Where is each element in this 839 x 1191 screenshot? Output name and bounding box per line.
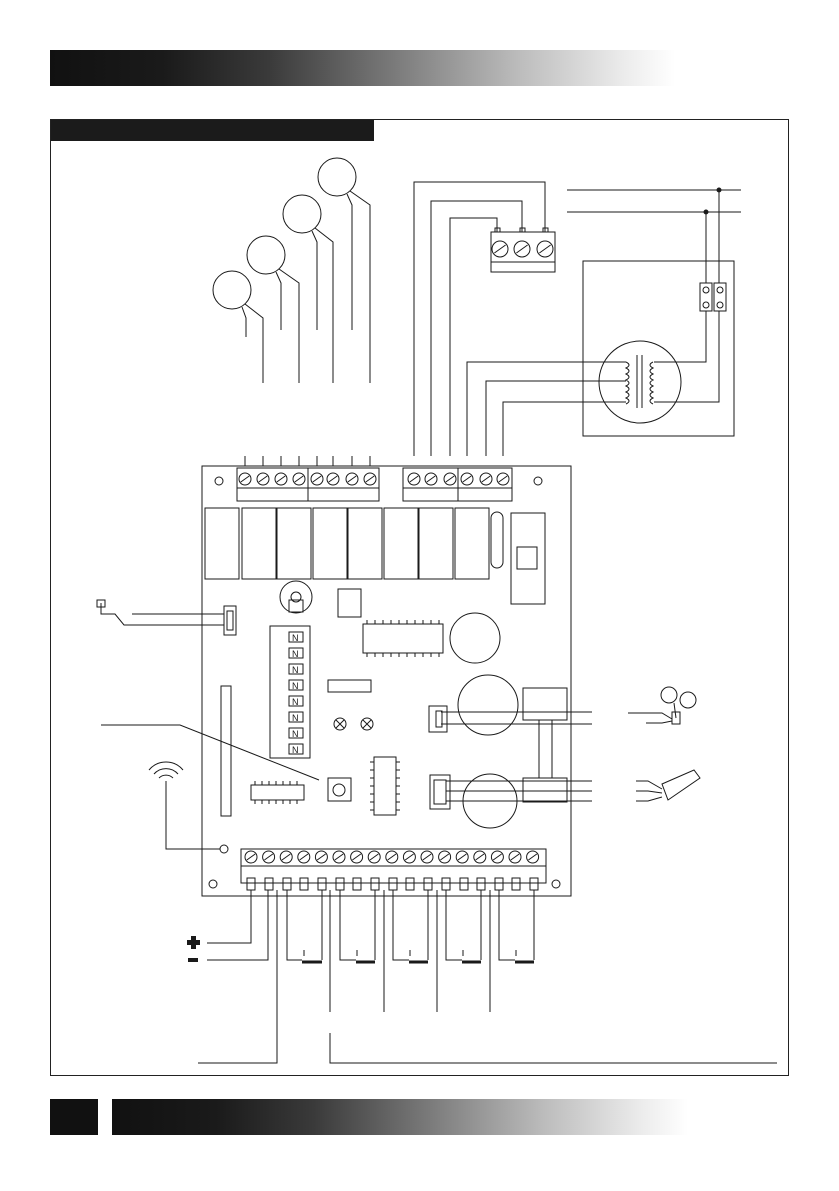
dip-label: N bbox=[292, 713, 299, 723]
screw-slot bbox=[259, 476, 267, 482]
transformer-secondary-wires bbox=[467, 362, 626, 456]
screw-slot bbox=[539, 245, 550, 253]
terminal-block-power bbox=[403, 468, 512, 501]
screw-slot bbox=[458, 854, 466, 860]
heatsink-regulator bbox=[511, 513, 545, 604]
screw-slot bbox=[482, 476, 490, 482]
dip-label: N bbox=[292, 745, 299, 755]
mains-drop-wires bbox=[414, 343, 450, 456]
screw-slot bbox=[329, 476, 337, 482]
pushbutton-3-wires bbox=[393, 890, 428, 960]
screw-slot bbox=[366, 476, 374, 482]
antenna-terminal bbox=[220, 845, 228, 853]
screw-slot bbox=[282, 854, 290, 860]
dip-label: N bbox=[292, 729, 299, 739]
mount-hole bbox=[534, 477, 542, 485]
motor-cable-4 bbox=[318, 158, 370, 383]
screw-slot bbox=[499, 476, 507, 482]
screw-slot bbox=[264, 854, 272, 860]
jumper-connector-left bbox=[97, 600, 236, 635]
screw-slot bbox=[348, 476, 356, 482]
power-polarity-symbols bbox=[187, 936, 200, 962]
ic-bottom-left bbox=[251, 781, 304, 804]
pushbutton-4-wires bbox=[446, 890, 481, 960]
power-input-wires bbox=[198, 890, 277, 1063]
trimmer-knob[interactable] bbox=[333, 784, 345, 796]
transformer-feed-wires bbox=[706, 190, 719, 283]
mains-supply-lines bbox=[567, 190, 741, 212]
screw-slot bbox=[427, 476, 435, 482]
motor-cable-1 bbox=[213, 271, 263, 383]
screw-slot bbox=[300, 854, 308, 860]
screw-slot bbox=[476, 854, 484, 860]
common-return-line bbox=[330, 1033, 777, 1063]
screw-slot bbox=[405, 854, 413, 860]
screw-slot bbox=[295, 476, 303, 482]
dip-label: N bbox=[292, 697, 299, 707]
dip-label: N bbox=[292, 681, 299, 691]
mount-hole bbox=[215, 477, 223, 485]
screw-slot bbox=[388, 854, 396, 860]
screw-slot bbox=[317, 854, 325, 860]
screw-slot bbox=[423, 854, 431, 860]
pushbutton-1-wires bbox=[287, 890, 322, 960]
antenna-icon bbox=[149, 762, 220, 849]
dip-labels: N N N N N N N N bbox=[292, 633, 299, 755]
radio-module bbox=[221, 686, 231, 816]
mains-connector bbox=[491, 228, 555, 272]
terminal-block-motors bbox=[237, 468, 379, 501]
motor-output-wires bbox=[245, 456, 370, 466]
capacitor-1 bbox=[450, 613, 500, 663]
screw-slot bbox=[528, 854, 536, 860]
pushbutton-pins bbox=[304, 950, 516, 956]
ic-wide bbox=[363, 620, 443, 657]
screw-slot bbox=[277, 476, 285, 482]
led-indicators bbox=[334, 718, 373, 730]
screw-slot bbox=[446, 476, 454, 482]
screw-slot bbox=[440, 854, 448, 860]
fuse bbox=[491, 512, 503, 568]
screw-slot bbox=[352, 854, 360, 860]
trimmer-pot[interactable] bbox=[328, 778, 351, 801]
control-board bbox=[202, 466, 571, 896]
transformer bbox=[583, 261, 734, 436]
screw-slot bbox=[313, 476, 321, 482]
screw-slot bbox=[247, 854, 255, 860]
screw-slot bbox=[493, 854, 501, 860]
transformer-terminal-screws bbox=[703, 287, 723, 308]
screw-slot bbox=[410, 476, 418, 482]
wind-sensor-connector bbox=[429, 688, 592, 802]
ic-small-mid bbox=[328, 680, 371, 692]
screw-slot bbox=[494, 245, 505, 253]
motor-cable-3 bbox=[283, 195, 333, 383]
mount-hole bbox=[209, 880, 217, 888]
trimmer-leader-line bbox=[101, 725, 319, 780]
ic-vertical bbox=[370, 757, 400, 815]
pushbutton-5-wires bbox=[499, 890, 534, 960]
anemometer-icon bbox=[628, 687, 696, 724]
buzzer bbox=[280, 581, 312, 613]
dip-label: N bbox=[292, 665, 299, 675]
screw-slot bbox=[241, 476, 249, 482]
pushbutton-2-wires bbox=[340, 890, 375, 960]
screw-slot bbox=[463, 476, 471, 482]
motor-cable-2 bbox=[247, 236, 299, 383]
mount-hole bbox=[552, 880, 560, 888]
screw-slot bbox=[370, 854, 378, 860]
relay-row bbox=[205, 508, 489, 579]
screw-slot bbox=[516, 245, 527, 253]
screw-slot bbox=[335, 854, 343, 860]
dip-label: N bbox=[292, 649, 299, 659]
ic-small-top bbox=[338, 589, 361, 617]
sun-sensor-icon bbox=[636, 770, 700, 801]
dip-label: N bbox=[292, 633, 299, 643]
capacitor-2 bbox=[458, 675, 518, 735]
mains-wires bbox=[414, 182, 545, 456]
dip-switch-bank[interactable] bbox=[270, 626, 310, 758]
screw-slot bbox=[511, 854, 519, 860]
sun-sensor-connector bbox=[430, 775, 592, 809]
